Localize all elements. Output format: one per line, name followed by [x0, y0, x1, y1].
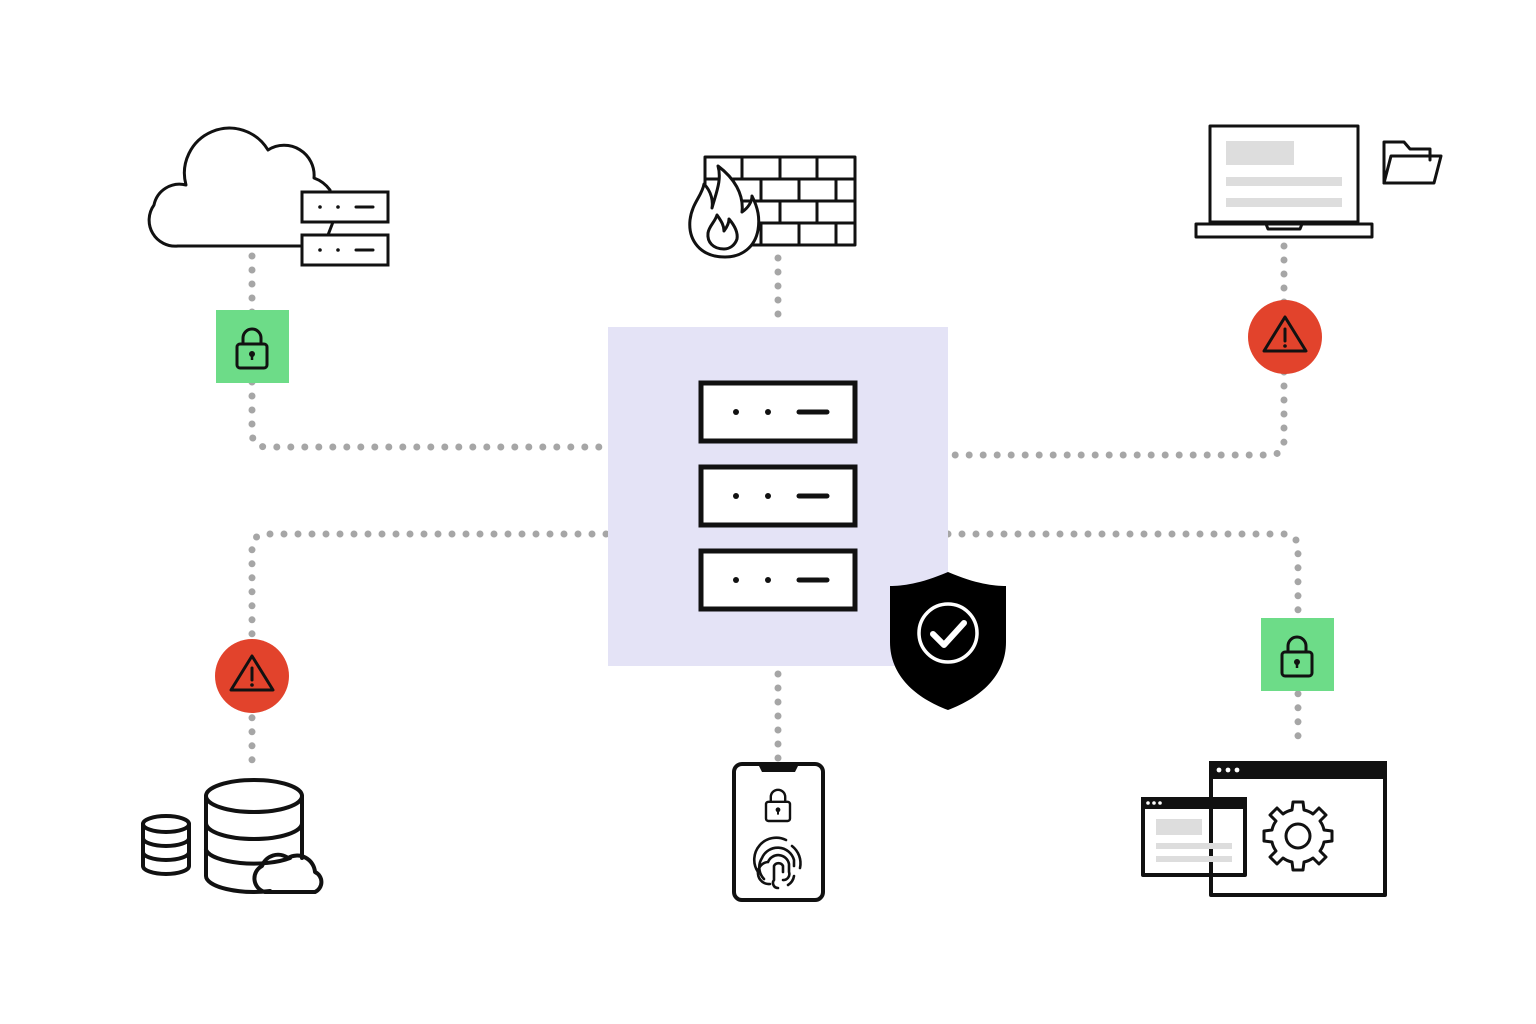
small-cloud-icon — [252, 852, 324, 894]
connectors — [248, 242, 1302, 770]
database-cloud-icon — [141, 778, 324, 894]
database-small-icon — [141, 814, 191, 876]
shield-check-icon — [890, 572, 1006, 710]
link-cloud-server — [248, 252, 610, 451]
laptop-icon — [1194, 124, 1374, 239]
mobile-lock-icon — [764, 788, 792, 823]
gear-icon — [1262, 800, 1334, 872]
link-laptop — [944, 242, 1288, 459]
link-app-settings — [944, 530, 1302, 748]
folder-icon — [1382, 140, 1443, 185]
mobile-fingerprint-icon — [732, 762, 825, 902]
secure-badge-app — [1261, 618, 1334, 691]
warning-badge-database — [215, 639, 289, 713]
firewall-icon — [688, 155, 857, 259]
cloud-server-icon — [147, 126, 390, 267]
secure-badge-cloud — [216, 310, 289, 383]
app-settings-icon — [1141, 761, 1387, 897]
warning-badge-laptop — [1248, 300, 1322, 374]
fingerprint-icon — [753, 836, 802, 890]
server-rack-icon — [701, 383, 855, 609]
database-large-icon — [204, 778, 304, 894]
link-database — [248, 530, 610, 770]
